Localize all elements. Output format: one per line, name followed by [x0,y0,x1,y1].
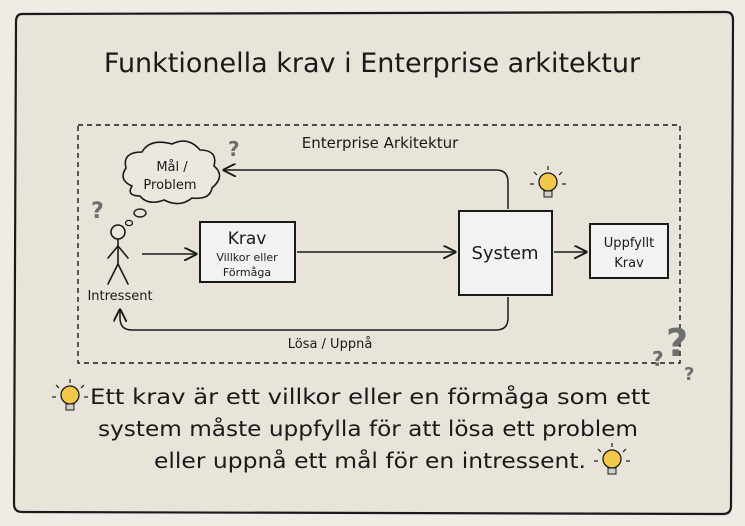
krav-box-line2: Förmåga [223,266,271,279]
lightbulb-icon [52,379,88,411]
krav-box-title: Krav [228,229,267,249]
question-mark-icon: ? [91,199,104,224]
enterprise-frame-label: Enterprise Arkitektur [302,134,459,152]
thought-cloud-icon [122,140,221,227]
krav-box [199,221,296,283]
question-mark-icon: ? [666,321,688,365]
fulfilled-box-line2: Krav [614,256,644,271]
system-label: System [471,243,538,264]
definition-line2: system måste uppfylla för att lösa ett p… [98,416,638,441]
fulfilled-box [589,223,669,279]
question-mark-icon: ? [228,137,240,161]
enterprise-frame [77,124,681,364]
definition-line3: eller uppnå ett mål för en intressent. [154,448,586,473]
system-box [458,210,553,296]
question-mark-icon: ? [684,364,694,385]
lightbulb-icon [530,166,566,198]
question-mark-icon: ? [652,347,664,371]
definition-line1: Ett krav är ett villkor eller en förmåga… [90,384,650,409]
stick-figure-icon [107,224,129,285]
arrow-system-to-stakeholder [120,297,509,331]
lightbulb-icon [594,443,630,475]
diagram-title: Funktionella krav i Enterprise arkitektu… [104,48,641,79]
return-arrow-label: Lösa / Uppnå [288,337,373,352]
stakeholder-label: Intressent [87,289,152,304]
cloud-label-line1: Mål / [156,160,188,175]
fulfilled-box-line1: Uppfyllt [604,236,654,251]
card-border [12,10,735,516]
arrow-system-to-cloud [224,170,509,209]
krav-box-line1: Villkor eller [216,251,278,264]
cloud-label-line2: Problem [143,178,196,193]
